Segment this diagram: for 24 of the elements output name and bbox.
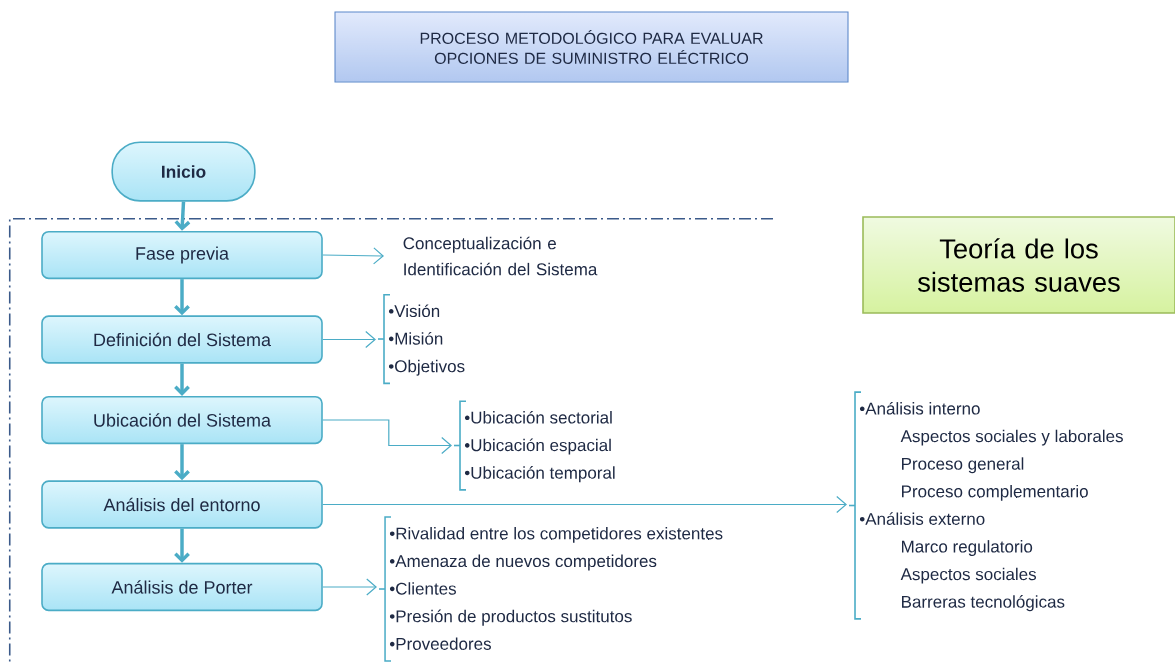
arrow (174, 528, 190, 563)
process-box: Análisis de Porter (41, 562, 323, 612)
start-terminal: Inicio (111, 141, 256, 202)
arrow (322, 247, 384, 265)
title-box: PROCESO METODOLÓGICO PARA EVALUAR OPCIONES DE SUMINISTRO ELÉCTRICO (334, 11, 849, 83)
arrow (174, 444, 190, 481)
heading-box: Teoría de los sistemas suaves (862, 216, 1175, 314)
arrow (322, 330, 376, 349)
arrow (322, 419, 452, 455)
dashed-frame (8, 217, 774, 662)
process-box: Ubicación del Sistema (41, 395, 323, 445)
bracket-list: •Visión •Misión •Objetivos (377, 293, 465, 385)
process-box: Análisis del entorno (41, 480, 323, 529)
process-box: Definición del Sistema (41, 315, 323, 364)
arrow (174, 201, 191, 231)
bracket-list: •Ubicación sectorial •Ubicación espacial •Ubicación temporal (453, 400, 615, 491)
bracket-list: •Análisis interno Aspectos sociales y laborales Proceso general Proceso complementario •Análisis externo Marco regulatorio Aspectos sociales Barreras tecnológicas (848, 391, 1123, 620)
note-text: Conceptualización e Identificación del Sistema (403, 236, 598, 276)
bracket-list: •Rivalidad entre los competidores existentes •Amenaza de nuevos competidores •Clientes •Presión de productos sustitutos •Proveedores (378, 516, 723, 662)
arrow (174, 363, 190, 396)
process-box: Fase previa (41, 230, 323, 280)
arrow (322, 578, 377, 596)
arrow (174, 279, 190, 316)
arrow (322, 495, 847, 514)
